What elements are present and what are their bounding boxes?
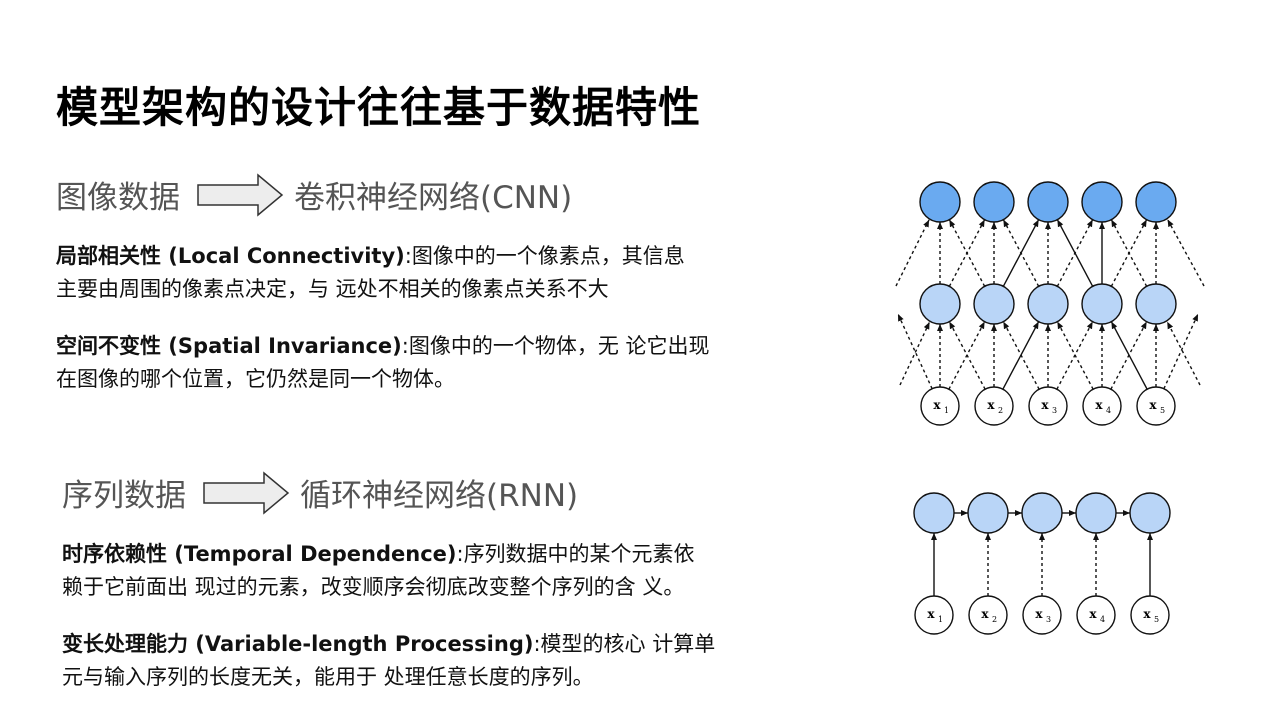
dashed-connection xyxy=(1002,219,1040,287)
dashed-connection xyxy=(1056,321,1094,390)
description-line: 元与输入序列的长度无关，能用于 处理任意长度的序列。 xyxy=(62,665,594,689)
arrow-right-icon xyxy=(203,470,290,515)
dashed-connection xyxy=(897,313,933,390)
dashed-connection xyxy=(948,321,986,390)
input-subscript: 5 xyxy=(1160,406,1165,415)
section-data-label: 序列数据 xyxy=(62,478,186,514)
section-model-label: 循环神经网络(RNN) xyxy=(300,478,579,514)
paragraph-local-connectivity: 局部相关性 (Local Connectivity):图像中的一个像素点，其信息… xyxy=(56,240,685,306)
term-label: 时序依赖性 (Temporal Dependence) xyxy=(62,542,457,566)
dashed-connection xyxy=(1002,321,1040,390)
input-label: x xyxy=(1035,607,1043,621)
input-node xyxy=(914,595,954,635)
term-separator: : xyxy=(533,632,541,656)
input-subscript: 4 xyxy=(1106,406,1111,415)
term-label: 空间不变性 (Spatial Invariance) xyxy=(56,334,402,358)
solid-connection xyxy=(1110,321,1148,390)
input-label: x xyxy=(1143,607,1151,621)
input-node xyxy=(974,386,1014,426)
input-node xyxy=(1028,386,1068,426)
output-node xyxy=(1027,181,1069,223)
description-line: 图像中的一个像素点，其信息 xyxy=(411,244,685,268)
section-model-label: 卷积神经网络(CNN) xyxy=(294,180,573,216)
description-line: 主要由周围的像素点决定，与 远处不相关的像素点关系不大 xyxy=(56,277,609,301)
section-data-label: 图像数据 xyxy=(56,180,180,216)
input-label: x xyxy=(987,398,995,412)
input-label: x xyxy=(981,607,989,621)
term-separator: : xyxy=(401,334,409,358)
input-subscript: 2 xyxy=(992,615,997,624)
output-node xyxy=(919,181,961,223)
term-separator: : xyxy=(404,244,412,268)
hidden-state-node xyxy=(1129,492,1171,534)
paragraph-temporal-dependence: 时序依赖性 (Temporal Dependence):序列数据中的某个元素依 … xyxy=(62,538,695,604)
hidden-node xyxy=(973,283,1015,325)
dashed-connection xyxy=(948,219,986,287)
description-line: 在图像的哪个位置，它仍然是同一个物体。 xyxy=(56,367,455,391)
term-label: 变长处理能力 (Variable-length Processing) xyxy=(62,632,534,656)
input-node xyxy=(1130,595,1170,635)
hidden-state-node xyxy=(1021,492,1063,534)
hidden-state-node xyxy=(967,492,1009,534)
input-subscript: 3 xyxy=(1052,406,1057,415)
dashed-connection xyxy=(1166,219,1205,287)
page-title: 模型架构的设计往往基于数据特性 xyxy=(56,83,702,132)
dashed-connection xyxy=(1163,313,1199,390)
paragraph-variable-length: 变长处理能力 (Variable-length Processing):模型的核… xyxy=(62,628,715,694)
dashed-connection xyxy=(895,219,930,287)
input-label: x xyxy=(1041,398,1049,412)
hidden-node xyxy=(1081,283,1123,325)
input-subscript: 4 xyxy=(1100,615,1105,624)
arrow-right-icon xyxy=(197,172,284,217)
input-subscript: 1 xyxy=(944,406,949,415)
paragraph-spatial-invariance: 空间不变性 (Spatial Invariance):图像中的一个物体，无 论它… xyxy=(56,330,710,396)
hidden-node xyxy=(1135,283,1177,325)
input-node xyxy=(1076,595,1116,635)
input-subscript: 3 xyxy=(1046,615,1051,624)
input-label: x xyxy=(933,398,941,412)
hidden-state-node xyxy=(913,492,955,534)
hidden-state-node xyxy=(1075,492,1117,534)
input-node xyxy=(1136,386,1176,426)
term-separator: : xyxy=(456,542,464,566)
hidden-node xyxy=(1027,283,1069,325)
input-node xyxy=(920,386,960,426)
dashed-connection xyxy=(1166,321,1201,386)
dashed-connection xyxy=(899,321,931,386)
input-label: x xyxy=(1089,607,1097,621)
input-label: x xyxy=(927,607,935,621)
input-subscript: 2 xyxy=(998,406,1003,415)
description-line: 序列数据中的某个元素依 xyxy=(463,542,695,566)
hidden-node xyxy=(919,283,961,325)
section-header-image: 图像数据 卷积神经网络(CNN) xyxy=(56,172,572,217)
input-subscript: 1 xyxy=(938,615,943,624)
input-subscript: 5 xyxy=(1154,615,1159,624)
term-label: 局部相关性 (Local Connectivity) xyxy=(56,244,405,268)
section-header-sequence: 序列数据 循环神经网络(RNN) xyxy=(62,470,578,515)
output-node xyxy=(1135,181,1177,223)
input-node xyxy=(968,595,1008,635)
input-node xyxy=(1022,595,1062,635)
description-line: 图像中的一个物体，无 论它出现 xyxy=(408,334,710,358)
description-line: 模型的核心 计算单 xyxy=(540,632,716,656)
dashed-connection xyxy=(1110,219,1148,287)
input-node xyxy=(1082,386,1122,426)
input-label: x xyxy=(1149,398,1157,412)
output-node xyxy=(973,181,1015,223)
description-line: 赖于它前面出 现过的元素，改变顺序会彻底改变整个序列的含 义。 xyxy=(62,575,685,599)
input-label: x xyxy=(1095,398,1103,412)
solid-connection xyxy=(1056,219,1094,287)
output-node xyxy=(1081,181,1123,223)
